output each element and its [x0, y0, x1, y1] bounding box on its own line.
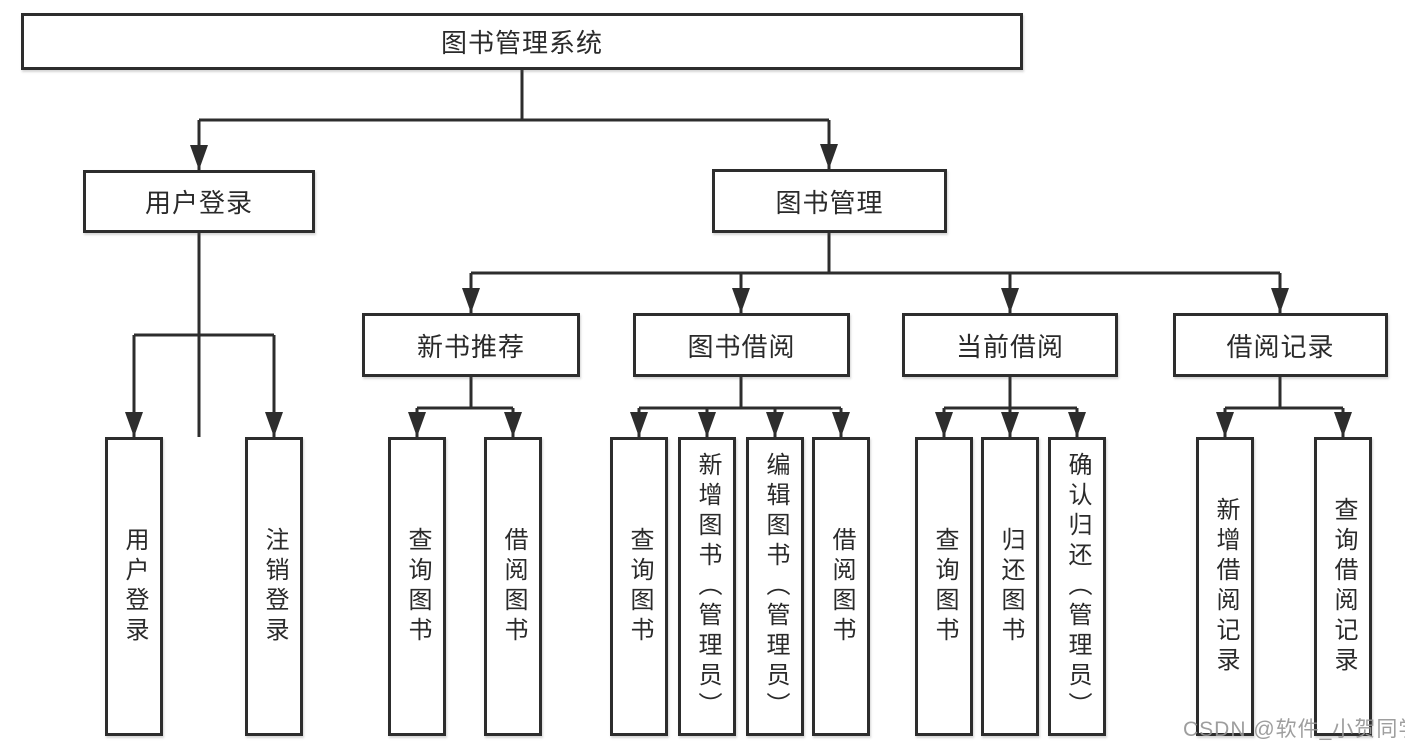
- node-library-system: 图书管理系统: [21, 13, 1023, 70]
- leaf-query-borrow-record: 查询借阅记录: [1314, 437, 1372, 736]
- leaf-query-books-recommend-label: 查询图书: [404, 526, 431, 647]
- leaf-query-borrow-record-label: 查询借阅记录: [1330, 496, 1357, 677]
- leaf-borrow-books-label: 借阅图书: [828, 526, 855, 647]
- node-new-book-recommend: 新书推荐: [362, 313, 580, 377]
- leaf-return-books: 归还图书: [981, 437, 1039, 736]
- leaf-borrow-books-recommend-label: 借阅图书: [500, 526, 527, 647]
- leaf-query-books-current: 查询图书: [915, 437, 973, 736]
- leaf-query-books-recommend: 查询图书: [388, 437, 446, 736]
- connector-bookmgmt-to-level3: [469, 233, 1282, 313]
- leaf-logout: 注销登录: [245, 437, 303, 736]
- connector-newbook-to-leaves: [415, 377, 515, 437]
- node-book-management: 图书管理: [712, 169, 947, 233]
- csdn-watermark: CSDN @软件_小贺同学: [1183, 718, 1405, 741]
- leaf-return-books-label: 归还图书: [997, 526, 1024, 647]
- leaf-add-books-admin: 新增图书（管理员）: [678, 437, 736, 736]
- node-user-login: 用户登录: [83, 170, 315, 233]
- node-borrowing-records: 借阅记录: [1173, 313, 1388, 377]
- leaf-user-login: 用户登录: [105, 437, 163, 736]
- leaf-query-books-current-label: 查询图书: [931, 526, 958, 647]
- connector-records-to-leaves: [1223, 377, 1345, 437]
- leaf-add-books-admin-label: 新增图书（管理员）: [694, 451, 721, 722]
- leaf-user-login-label: 用户登录: [121, 526, 148, 647]
- leaf-borrow-books: 借阅图书: [812, 437, 870, 736]
- leaf-confirm-return-admin-label: 确认归还（管理员）: [1064, 451, 1091, 722]
- connector-current-to-leaves: [942, 377, 1079, 437]
- node-book-management-label: 图书管理: [775, 187, 884, 218]
- leaf-borrow-books-recommend: 借阅图书: [484, 437, 542, 736]
- node-book-borrowing: 图书借阅: [633, 313, 850, 377]
- node-new-book-recommend-label: 新书推荐: [416, 331, 525, 362]
- leaf-edit-books-admin-label: 编辑图书（管理员）: [762, 451, 789, 722]
- node-user-login-label: 用户登录: [144, 188, 253, 218]
- connector-borrow-to-leaves: [637, 377, 843, 437]
- node-current-borrowing: 当前借阅: [902, 313, 1118, 377]
- leaf-edit-books-admin: 编辑图书（管理员）: [746, 437, 804, 736]
- node-current-borrowing-label: 当前借阅: [955, 331, 1064, 362]
- leaf-logout-label: 注销登录: [261, 526, 288, 647]
- node-library-system-label: 图书管理系统: [440, 28, 603, 58]
- leaf-add-borrow-record-label: 新增借阅记录: [1212, 496, 1239, 677]
- leaf-query-books-borrow-label: 查询图书: [626, 526, 653, 647]
- leaf-add-borrow-record: 新增借阅记录: [1196, 437, 1254, 736]
- node-book-borrowing-label: 图书借阅: [687, 331, 796, 362]
- connector-root-to-level2: [197, 70, 831, 437]
- leaf-query-books-borrow: 查询图书: [610, 437, 668, 736]
- leaf-confirm-return-admin: 确认归还（管理员）: [1048, 437, 1106, 736]
- connector-userlogin-to-leaves: [132, 233, 276, 437]
- node-borrowing-records-label: 借阅记录: [1226, 331, 1335, 362]
